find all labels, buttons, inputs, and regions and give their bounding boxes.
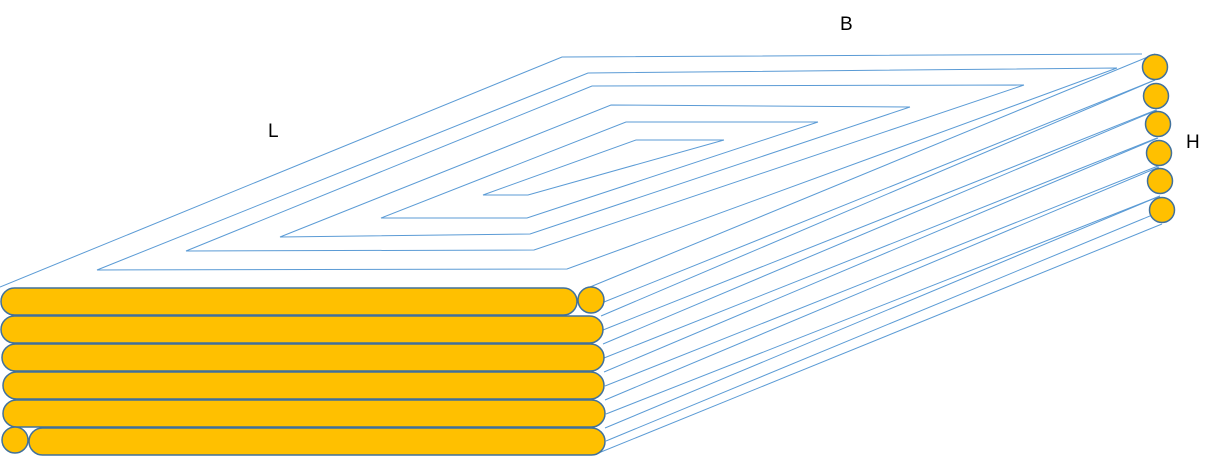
length-label: L	[268, 121, 279, 142]
side-line	[604, 195, 1161, 429]
conductor-circle	[1141, 53, 1169, 81]
conductor-circle	[1148, 196, 1176, 224]
side-line	[603, 137, 1158, 359]
spiral-turn	[380, 121, 819, 219]
spiral-turn	[482, 139, 725, 196]
winding-layer	[0, 315, 604, 344]
spiral-turn	[0, 53, 1143, 288]
side-line	[589, 53, 1156, 288]
winding-layer	[1, 343, 605, 372]
conductor-circle	[1144, 110, 1172, 138]
winding-layer	[28, 427, 606, 456]
side-line	[603, 79, 1156, 303]
spiral-turn	[96, 67, 1118, 271]
back-cross-section	[1141, 53, 1176, 224]
spiral-turn	[279, 104, 911, 238]
side-face-lines	[589, 53, 1163, 455]
side-line	[603, 137, 1159, 373]
conductor-circle	[1145, 139, 1173, 167]
winding-layer	[2, 399, 606, 428]
side-line	[600, 79, 1156, 317]
top-face-spiral	[0, 53, 1143, 288]
conductor-end-circle	[577, 286, 605, 314]
winding-layer	[0, 287, 578, 316]
conductor-end-circle	[1, 426, 29, 454]
breadth-label: B	[840, 14, 853, 35]
height-label: H	[1186, 132, 1200, 153]
winding-layer	[2, 371, 605, 400]
conductor-circle	[1146, 167, 1174, 195]
side-line	[602, 109, 1158, 345]
side-line	[595, 223, 1163, 455]
side-line	[602, 109, 1157, 331]
side-line	[605, 195, 1161, 415]
side-line	[604, 165, 1159, 387]
side-line	[604, 166, 1160, 401]
front-face-layers	[0, 286, 606, 456]
conductor-circle	[1142, 82, 1170, 110]
spiral-turn	[185, 84, 1025, 252]
side-line	[605, 210, 1163, 442]
